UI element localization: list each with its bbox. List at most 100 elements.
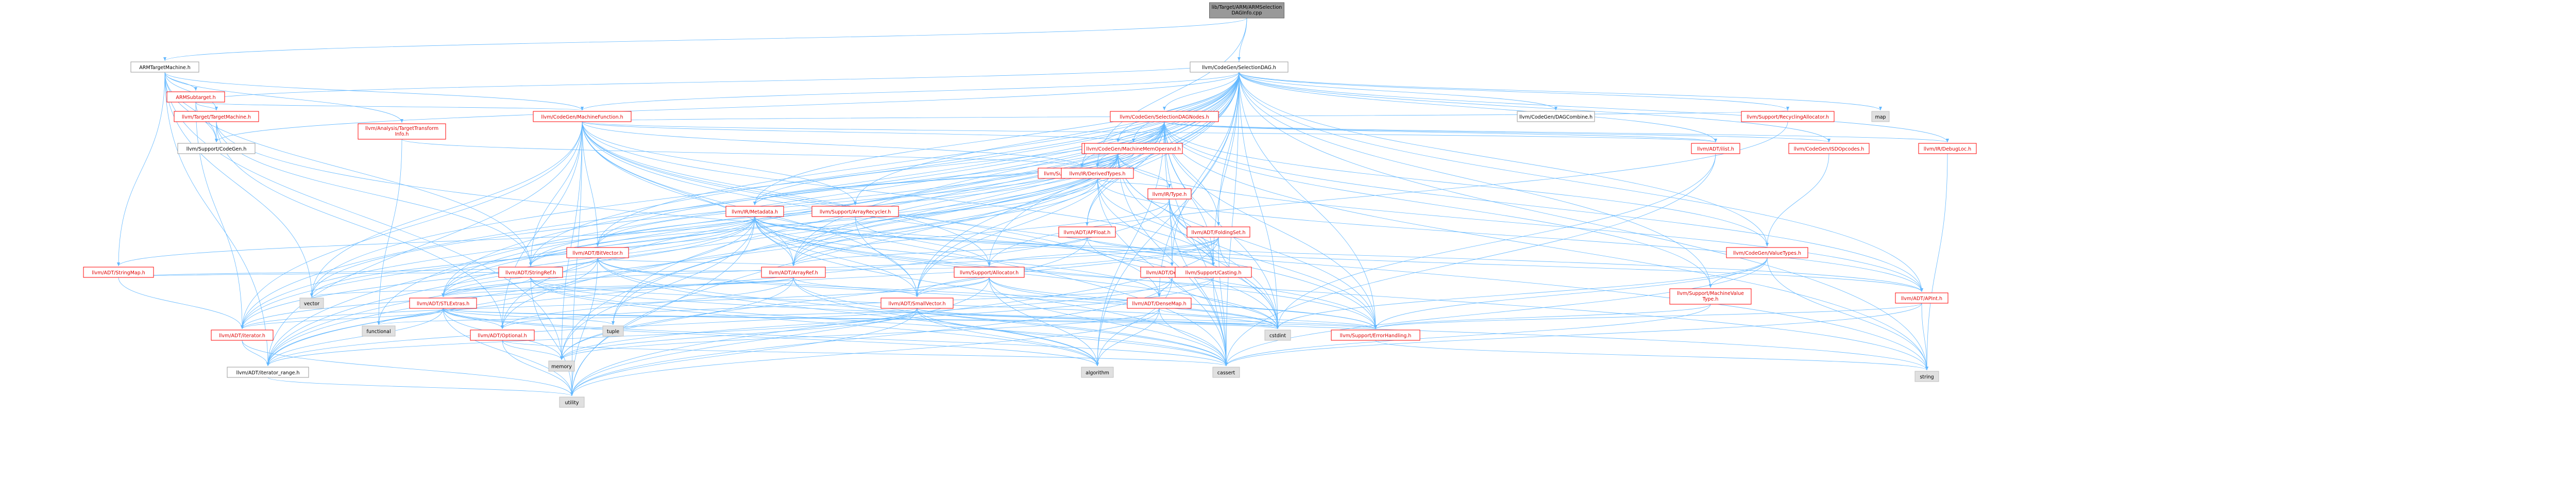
dependency-edge xyxy=(377,72,1240,325)
node-bitvector[interactable]: llvm/ADT/BitVector.h xyxy=(566,247,629,258)
node-label: llvm/Support/Allocator.h xyxy=(960,270,1019,276)
dependency-edge xyxy=(377,308,918,325)
dependency-edge xyxy=(1117,153,1279,329)
node-valuetypes[interactable]: llvm/CodeGen/ValueTypes.h xyxy=(1726,247,1808,258)
node-box xyxy=(409,298,477,309)
dependency-edge xyxy=(1374,304,1711,329)
node-stringref[interactable]: llvm/ADT/StringRef.h xyxy=(498,267,563,278)
node-mf[interactable]: llvm/CodeGen/MachineFunction.h xyxy=(533,111,632,122)
node-dagcombine[interactable]: llvm/CodeGen/DAGCombine.h xyxy=(1517,111,1595,122)
dependency-edge xyxy=(1217,72,1240,226)
node-ilist[interactable]: llvm/ADT/ilist.h xyxy=(1691,143,1740,154)
dependency-edge xyxy=(1096,308,1160,367)
dependency-edge xyxy=(529,216,755,267)
node-allocator[interactable]: llvm/Support/Allocator.h xyxy=(954,267,1025,278)
node-label: Info.h xyxy=(395,131,409,137)
node-arrayrec[interactable]: llvm/Support/ArrayRecycler.h xyxy=(811,206,899,217)
dependency-edge xyxy=(754,216,1228,367)
node-casting[interactable]: llvm/Support/Casting.h xyxy=(1175,267,1252,278)
dependency-edge xyxy=(163,18,1247,61)
node-iterrange[interactable]: llvm/ADT/iterator_range.h xyxy=(227,367,309,378)
dependency-edge xyxy=(164,72,218,143)
dependency-edge xyxy=(1239,72,1717,143)
dependency-edge xyxy=(443,308,615,325)
dependency-edge xyxy=(597,257,1279,329)
node-arrayref[interactable]: llvm/ADT/ArrayRef.h xyxy=(761,267,826,278)
dependency-edge xyxy=(442,121,1165,298)
dependency-edge xyxy=(582,121,1083,168)
node-label: llvm/Support/ArrayRecycler.h xyxy=(820,209,891,215)
node-optional[interactable]: llvm/ADT/Optional.h xyxy=(470,329,535,341)
node-label: llvm/ADT/APInt.h xyxy=(1901,296,1942,302)
node-box xyxy=(1895,292,1948,304)
node-metadata[interactable]: llvm/IR/Metadata.h xyxy=(725,206,784,217)
dependency-edge xyxy=(443,308,504,329)
dependency-edge xyxy=(1117,153,1923,292)
node-box xyxy=(1110,111,1219,122)
dependency-edge xyxy=(1164,121,1220,226)
dependency-edge xyxy=(241,121,1165,329)
node-recycling[interactable]: llvm/Support/RecyclingAllocator.h xyxy=(1741,111,1835,122)
node-densemap[interactable]: llvm/ADT/DenseMap.h xyxy=(1127,298,1192,309)
dependency-edge xyxy=(241,308,444,329)
dependency-edge xyxy=(266,308,918,367)
node-memory: memory xyxy=(548,360,575,372)
node-box xyxy=(533,111,632,122)
node-mmo[interactable]: llvm/CodeGen/MachineMemOperand.h xyxy=(1084,143,1183,154)
dependency-edge xyxy=(1276,153,1716,329)
dependency-edge xyxy=(164,72,584,111)
dependency-edge xyxy=(570,257,598,397)
dependency-edge xyxy=(1225,72,1240,367)
node-apint[interactable]: llvm/ADT/APInt.h xyxy=(1895,292,1948,304)
node-box xyxy=(498,267,563,278)
node-codegen[interactable]: llvm/Support/CodeGen.h xyxy=(177,143,256,154)
dependency-edge xyxy=(754,216,919,298)
dependency-edge xyxy=(917,308,1099,367)
node-sdnodes[interactable]: llvm/CodeGen/SelectionDAGNodes.h xyxy=(1110,111,1219,122)
dependency-edge xyxy=(1159,308,1377,329)
node-errhandling[interactable]: llvm/Support/ErrorHandling.h xyxy=(1331,329,1420,341)
dependency-edge xyxy=(1238,18,1247,61)
node-box xyxy=(761,267,826,278)
node-label: llvm/IR/DerivedTypes.h xyxy=(1070,171,1126,177)
node-label: llvm/ADT/ArrayRef.h xyxy=(769,270,818,276)
dependency-edge xyxy=(753,72,1240,206)
dependency-edge xyxy=(1925,153,1948,371)
node-box xyxy=(559,397,585,408)
dependency-edge xyxy=(582,121,857,206)
dependency-edge xyxy=(855,216,919,298)
node-iterator[interactable]: llvm/ADT/iterator.h xyxy=(211,329,274,341)
node-apfloat[interactable]: llvm/ADT/APFloat.h xyxy=(1058,226,1116,238)
dependency-edge xyxy=(792,237,1088,267)
node-ttm[interactable]: llvm/Target/TargetMachine.h xyxy=(174,111,259,122)
node-stlextras[interactable]: llvm/ADT/STLExtras.h xyxy=(409,298,477,309)
node-isdop[interactable]: llvm/CodeGen/ISDOpcodes.h xyxy=(1788,143,1870,154)
node-derived[interactable]: llvm/IR/DerivedTypes.h xyxy=(1061,168,1134,179)
dependency-edge xyxy=(1239,72,1557,111)
node-debugloc[interactable]: llvm/IR/DebugLoc.h xyxy=(1918,143,1977,154)
node-foldingset[interactable]: llvm/ADT/FoldingSet.h xyxy=(1187,226,1250,238)
node-armsub[interactable]: ARMSubtarget.h xyxy=(166,91,225,103)
node-box xyxy=(954,267,1025,278)
node-label: llvm/ADT/StringMap.h xyxy=(92,270,145,276)
edge-layer xyxy=(117,18,1949,397)
node-stringmap[interactable]: llvm/ADT/StringMap.h xyxy=(83,267,154,278)
node-box xyxy=(299,298,324,309)
node-box xyxy=(227,367,309,378)
dependency-edge xyxy=(164,72,532,267)
node-irtype[interactable]: llvm/IR/Type.h xyxy=(1147,188,1192,200)
node-label: functional xyxy=(366,329,391,335)
dependency-edge xyxy=(560,237,1088,360)
node-armtm[interactable]: ARMTargetMachine.h xyxy=(130,61,199,73)
node-label: tuple xyxy=(607,329,619,335)
dependency-edge xyxy=(242,340,269,367)
dependency-edge xyxy=(1767,257,1928,371)
node-label: llvm/ADT/APFloat.h xyxy=(1064,230,1111,236)
node-seldag[interactable]: llvm/CodeGen/SelectionDAG.h xyxy=(1190,61,1289,73)
dependency-edge xyxy=(1117,153,1228,367)
node-box xyxy=(362,325,396,337)
node-smallvector[interactable]: llvm/ADT/SmallVector.h xyxy=(880,298,954,309)
